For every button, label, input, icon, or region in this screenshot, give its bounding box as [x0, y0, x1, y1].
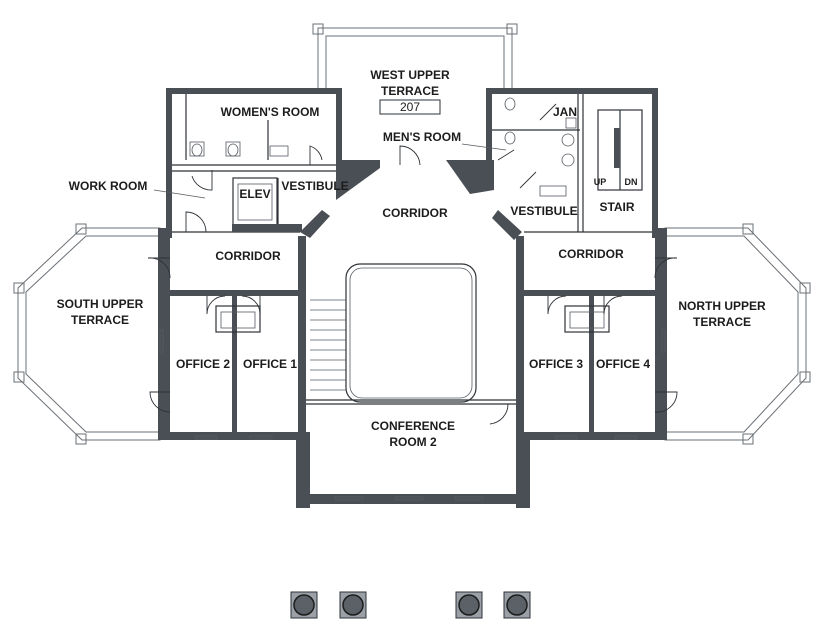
label-south-upper-terrace: SOUTH UPPER: [57, 297, 144, 311]
label-womens-room: WOMEN'S ROOM: [221, 105, 320, 119]
label-corridor-right: CORRIDOR: [558, 247, 624, 261]
columns: [290, 591, 531, 619]
label-conference-room: CONFERENCE: [371, 419, 455, 433]
label-west-upper-terrace: TERRACE: [381, 84, 439, 98]
label-north-upper-terrace: NORTH UPPER: [678, 299, 766, 313]
label-south-upper-terrace: TERRACE: [71, 313, 129, 327]
exterior-walls: [158, 88, 667, 508]
label-jan: JAN: [553, 105, 577, 119]
label-office-2: OFFICE 2: [176, 357, 230, 371]
west-terrace-outline: [312, 23, 518, 88]
room-number-box: [379, 99, 441, 115]
label-vestibule-left: VESTIBULE: [281, 179, 348, 193]
windows: [159, 329, 666, 501]
central-stair: [310, 263, 477, 403]
label-corridor-left: CORRIDOR: [215, 249, 281, 263]
label-stair-up: UP: [594, 177, 607, 187]
label-vestibule-right: VESTIBULE: [510, 204, 577, 218]
label-office-3: OFFICE 3: [529, 357, 583, 371]
label-mens-room: MEN'S ROOM: [383, 130, 461, 144]
label-conference-room: ROOM 2: [389, 435, 437, 449]
label-corridor-top: CORRIDOR: [382, 206, 448, 220]
label-office-1: OFFICE 1: [243, 357, 297, 371]
label-room-number: 207: [400, 100, 420, 114]
label-elev: ELEV: [239, 187, 270, 201]
label-north-upper-terrace: TERRACE: [693, 315, 751, 329]
label-stair-dn: DN: [625, 177, 638, 187]
label-stair: STAIR: [599, 200, 634, 214]
label-work-room: WORK ROOM: [69, 179, 148, 193]
north-terrace-outline: [664, 223, 811, 445]
label-office-4: OFFICE 4: [596, 357, 650, 371]
leader-lines: [153, 143, 507, 199]
restroom-fixtures: [189, 97, 577, 197]
doors: [147, 103, 678, 425]
interior-partitions: [158, 94, 667, 432]
south-terrace-outline: [13, 223, 161, 445]
label-west-upper-terrace: WEST UPPER: [370, 68, 450, 82]
